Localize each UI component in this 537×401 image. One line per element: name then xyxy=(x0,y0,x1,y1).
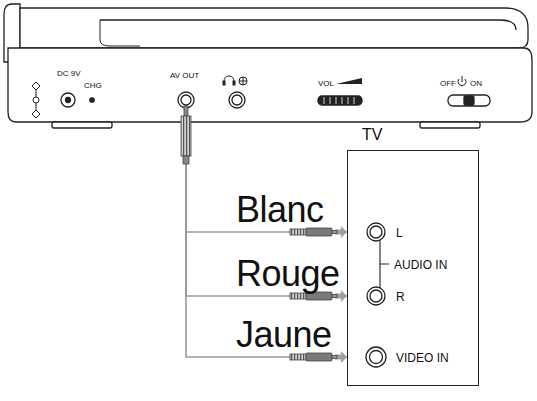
device-label: TV xyxy=(362,126,382,144)
input-label: AUDIO IN xyxy=(394,259,447,272)
headphone-jack xyxy=(229,92,245,108)
channel-label: L xyxy=(396,227,403,240)
jack-label: AV OUT xyxy=(170,72,199,81)
cable-color-label: Rouge xyxy=(236,256,340,292)
tv-box: TVLAUDIO INRVIDEO IN xyxy=(347,150,479,386)
base xyxy=(8,48,532,122)
av-plug-boot xyxy=(183,156,189,164)
led-label: CHG xyxy=(84,82,102,91)
cable-color-label: Jaune xyxy=(236,317,332,353)
power-switch-knob xyxy=(464,96,474,105)
av-out-jack-hole xyxy=(181,95,191,105)
cable xyxy=(186,128,347,232)
volume-wedge xyxy=(336,78,362,84)
control-label: VOL xyxy=(318,80,334,89)
cable xyxy=(186,128,347,296)
lid xyxy=(20,8,528,48)
power-switch xyxy=(448,95,490,106)
av-plug-tip xyxy=(184,106,188,116)
volume-ridges xyxy=(324,97,354,104)
polarity-symbol xyxy=(32,82,40,118)
tv-jacks xyxy=(366,223,389,367)
av-out-jack xyxy=(178,92,194,108)
switch-label: OFF xyxy=(440,80,456,89)
dc-jack xyxy=(61,93,75,107)
foot xyxy=(420,122,480,128)
cable xyxy=(186,128,347,357)
input-label: VIDEO IN xyxy=(396,352,449,365)
lid-edge xyxy=(100,20,516,30)
hinge xyxy=(100,20,140,46)
dvd-player-drawing xyxy=(4,4,532,164)
jack-label: DC 9V xyxy=(57,70,81,79)
headphone-jack-hole xyxy=(232,95,242,105)
power-symbol xyxy=(458,76,466,86)
dvd-player: DC 9VCHG AV OUT VOL OFF ON xyxy=(0,0,533,128)
switch-label: ON xyxy=(470,80,482,89)
channel-label: R xyxy=(396,291,405,304)
foot xyxy=(52,122,112,128)
charge-led xyxy=(90,98,94,102)
cable-color-label: Blanc xyxy=(236,192,324,228)
av-plug-body xyxy=(181,116,191,156)
volume-wheel xyxy=(318,96,362,105)
dc-jack-pin xyxy=(66,98,71,103)
headphone-icons xyxy=(223,76,247,85)
